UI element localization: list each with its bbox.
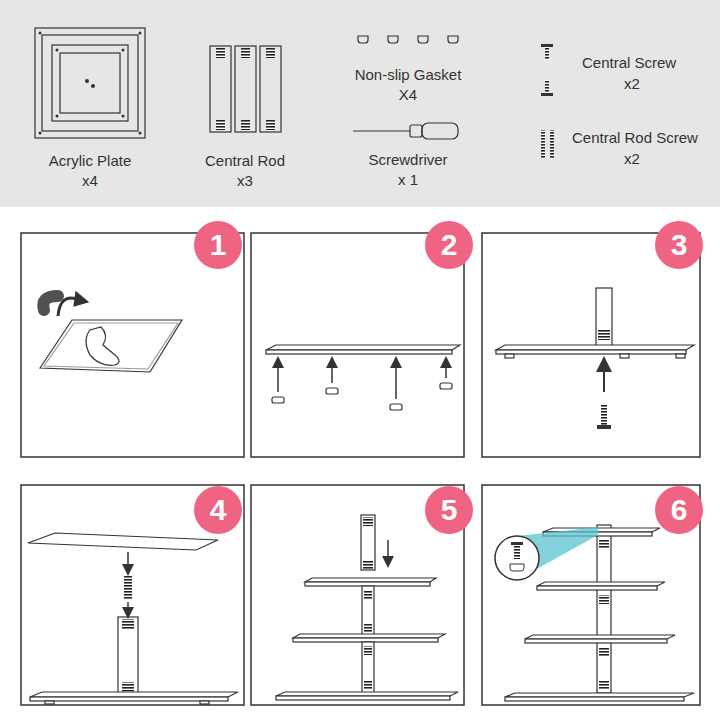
step-number-circle: 5 <box>425 486 473 534</box>
step-number: 1 <box>210 230 227 260</box>
part-label: x4 <box>82 172 98 190</box>
step-number-circle: 1 <box>194 221 242 269</box>
part-label: x 1 <box>398 171 418 189</box>
step-number: 3 <box>671 230 688 260</box>
step-number-circle: 4 <box>194 486 242 534</box>
step-number: 6 <box>671 495 688 525</box>
part-label: Acrylic Plate <box>49 152 132 170</box>
part-label: X4 <box>399 86 417 104</box>
part-label: Central Rod <box>205 152 285 170</box>
step-number-circle: 2 <box>425 221 473 269</box>
part-label: x2 <box>624 75 640 93</box>
step-number: 5 <box>441 495 458 525</box>
step-number-circle: 6 <box>655 486 703 534</box>
step-number-circle: 3 <box>655 221 703 269</box>
part-label: Central Rod Screw <box>572 129 698 147</box>
part-label: Central Screw <box>582 54 676 72</box>
part-label: Non-slip Gasket <box>355 66 462 84</box>
part-label: x2 <box>624 150 640 168</box>
step-number: 2 <box>441 230 458 260</box>
part-label: Screwdriver <box>368 151 447 169</box>
step-number: 4 <box>210 495 227 525</box>
part-label: x3 <box>237 172 253 190</box>
